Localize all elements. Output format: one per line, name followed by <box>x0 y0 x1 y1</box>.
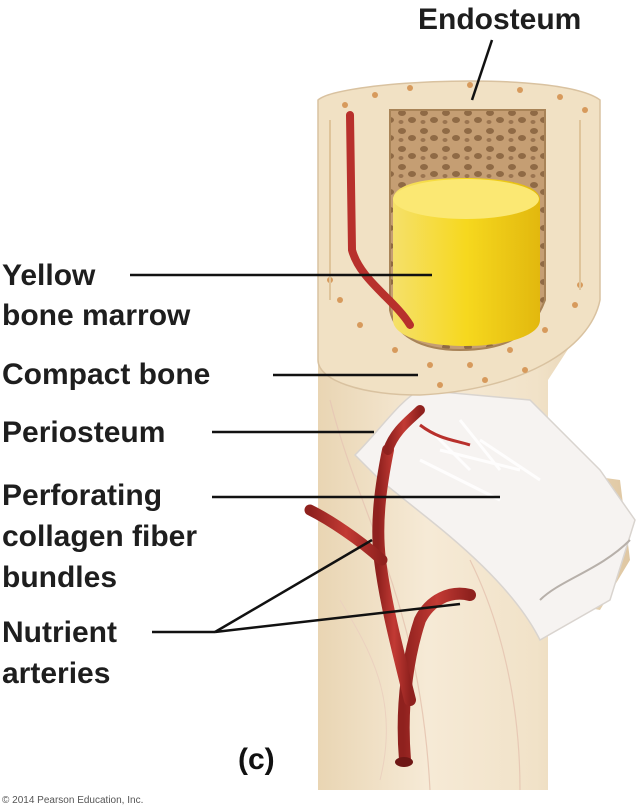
label-perforating-line1: Perforating <box>2 479 163 512</box>
label-perforating-line2: collagen fiber <box>2 520 198 553</box>
leader-lines <box>130 39 500 634</box>
periosteum-flap <box>353 389 636 642</box>
label-compact-bone: Compact bone <box>2 358 211 391</box>
copyright-notice: © 2014 Pearson Education, Inc. <box>2 795 144 806</box>
label-perforating-line3: bundles <box>2 561 118 594</box>
yellow-marrow-cylinder <box>393 178 540 346</box>
label-yellow-bone-marrow-line2: bone marrow <box>2 299 191 332</box>
nutrient-arteries <box>304 405 476 767</box>
label-nutrient-arteries-line2: arteries <box>2 657 111 690</box>
label-nutrient-arteries-line1: Nutrient <box>2 616 117 649</box>
label-periosteum: Periosteum <box>2 416 166 449</box>
label-yellow-bone-marrow-line1: Yellow <box>2 259 96 292</box>
artery-in-canal <box>346 111 414 329</box>
label-endosteum: Endosteum <box>418 3 582 36</box>
figure-part-label: (c) <box>238 743 275 776</box>
